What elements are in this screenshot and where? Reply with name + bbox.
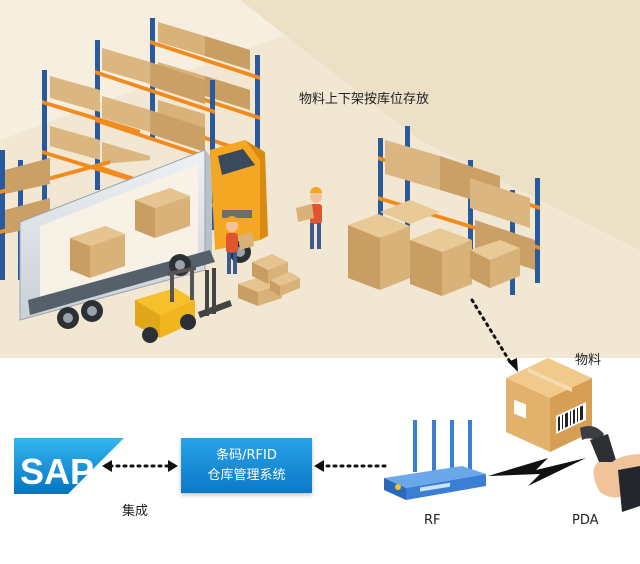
rf-label: RF <box>424 513 441 528</box>
sap-logo-text: SAP <box>20 451 94 492</box>
worker-icon <box>296 187 322 249</box>
system-box-line2: 仓库管理系统 <box>207 467 286 483</box>
flow-arrow-sap-to-system <box>102 460 178 472</box>
flow-arrow-rack-to-material <box>470 298 518 372</box>
box-icon <box>506 358 592 452</box>
router-icon <box>384 420 486 500</box>
shelving-caption: 物料上下架按库位存放 <box>299 92 430 107</box>
truck-icon <box>19 140 268 329</box>
forklift-icon <box>135 266 232 343</box>
barcode-scanner-icon <box>580 426 640 512</box>
worker-icon <box>226 216 254 274</box>
floor-boxes <box>238 254 300 306</box>
pda-label: PDA <box>572 513 599 528</box>
wireless-link <box>488 458 586 486</box>
system-box-line1: 条码/RFID <box>216 447 277 463</box>
material-label: 物料 <box>575 353 602 368</box>
wms-system-box: 条码/RFID 仓库管理系统 <box>181 438 312 493</box>
integration-label: 集成 <box>122 504 149 519</box>
sap-logo: SAP <box>14 438 124 494</box>
flow-arrow-rf-to-system <box>314 460 387 472</box>
pallets <box>348 200 520 296</box>
right-racks <box>378 126 540 295</box>
